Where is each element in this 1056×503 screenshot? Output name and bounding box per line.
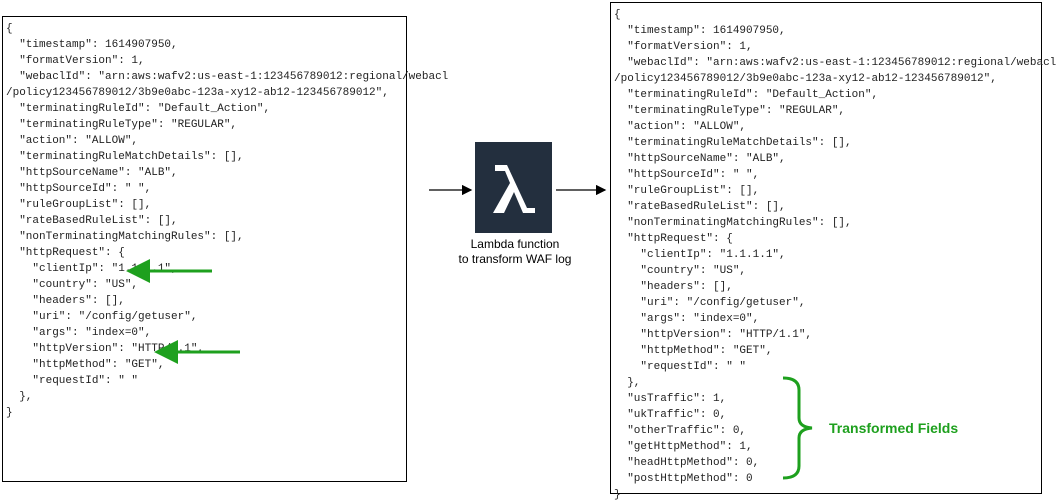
transformed-json-line: "formatVersion": 1, [614, 41, 753, 53]
transformed-json-line: "httpVersion": "HTTP/1.1", [614, 329, 813, 341]
transformed-json-line: "terminatingRuleId": "Default_Action", [614, 89, 879, 101]
original-json-line: "uri": "/config/getuser", [6, 311, 198, 323]
original-json-line: "clientIp": "1.1.1.1", [6, 263, 178, 275]
transformed-json-line: "args": "index=0", [614, 313, 760, 325]
lambda-caption-line2: to transform WAF log [458, 252, 572, 266]
transformed-json-line: "httpMethod": "GET", [614, 345, 773, 357]
lambda-caption-line1: Lambda function [470, 237, 560, 251]
transformed-waf-log-json: { "timestamp": 1614907950, "formatVersio… [614, 7, 1056, 503]
transformed-json-line: "otherTraffic": 0, [614, 425, 747, 437]
transformed-json-line: "webaclId": "arn:aws:wafv2:us-east-1:123… [614, 57, 1056, 69]
transformed-json-line: /policy123456789012/3b9e0abc-123a-xy12-a… [614, 73, 997, 85]
original-json-line: } [6, 407, 13, 419]
original-json-line: "action": "ALLOW", [6, 135, 139, 147]
transformed-json-line: "uri": "/config/getuser", [614, 297, 806, 309]
transformed-json-line: }, [614, 377, 641, 389]
original-json-line: "nonTerminatingMatchingRules": [], [6, 231, 244, 243]
transformed-json-line: "timestamp": 1614907950, [614, 25, 786, 37]
transformed-json-line: "httpSourceId": " ", [614, 169, 760, 181]
lambda-caption: Lambda function to transform WAF log [430, 237, 600, 267]
original-json-line: "httpMethod": "GET", [6, 359, 165, 371]
original-json-line: "httpVersion": "HTTP/1.1", [6, 343, 205, 355]
original-json-line: "formatVersion": 1, [6, 55, 145, 67]
aws-lambda-icon [475, 142, 552, 233]
transformed-json-line: "usTraffic": 1, [614, 393, 727, 405]
transformed-fields-label: Transformed Fields [829, 420, 959, 436]
transformed-json-line: "rateBasedRuleList": [], [614, 201, 786, 213]
transformed-json-line: "httpRequest": { [614, 233, 733, 245]
original-waf-log-box: { "timestamp": 1614907950, "formatVersio… [2, 16, 448, 482]
original-json-line: { [6, 23, 13, 35]
transformed-json-line: { [614, 9, 621, 21]
original-json-line: "httpSourceId": " ", [6, 183, 152, 195]
transformed-json-line: "headHttpMethod": 0, [614, 457, 760, 469]
original-json-line: "terminatingRuleType": "REGULAR", [6, 119, 238, 131]
original-json-line: "timestamp": 1614907950, [6, 39, 178, 51]
original-json-line: }, [6, 391, 33, 403]
original-json-line: "args": "index=0", [6, 327, 152, 339]
transformed-json-line: "action": "ALLOW", [614, 121, 747, 133]
transformed-json-line: "terminatingRuleType": "REGULAR", [614, 105, 846, 117]
transformed-json-line: "requestId": " " [614, 361, 747, 373]
original-json-line: /policy123456789012/3b9e0abc-123a-xy12-a… [6, 87, 389, 99]
transformed-json-line: "headers": [], [614, 281, 733, 293]
transformed-waf-log-box: { "timestamp": 1614907950, "formatVersio… [610, 2, 1056, 501]
original-json-line: "httpSourceName": "ALB", [6, 167, 178, 179]
transformed-json-line: "country": "US", [614, 265, 747, 277]
transformed-json-line: "terminatingRuleMatchDetails": [], [614, 137, 852, 149]
original-waf-log-json: { "timestamp": 1614907950, "formatVersio… [6, 21, 448, 421]
original-json-line: "headers": [], [6, 295, 125, 307]
original-json-line: "terminatingRuleMatchDetails": [], [6, 151, 244, 163]
original-json-line: "rateBasedRuleList": [], [6, 215, 178, 227]
original-json-line: "terminatingRuleId": "Default_Action", [6, 103, 271, 115]
original-json-line: "country": "US", [6, 279, 139, 291]
transformed-json-line: "ruleGroupList": [], [614, 185, 760, 197]
transformed-json-line: } [614, 489, 621, 501]
original-json-line: "httpRequest": { [6, 247, 125, 259]
original-json-line: "requestId": " " [6, 375, 139, 387]
transformed-json-line: "postHttpMethod": 0 [614, 473, 753, 485]
transformed-json-line: "httpSourceName": "ALB", [614, 153, 786, 165]
transformed-json-line: "nonTerminatingMatchingRules": [], [614, 217, 852, 229]
original-json-line: "ruleGroupList": [], [6, 199, 152, 211]
transformed-json-line: "ukTraffic": 0, [614, 409, 727, 421]
transformed-json-line: "clientIp": "1.1.1.1", [614, 249, 786, 261]
original-json-line: "webaclId": "arn:aws:wafv2:us-east-1:123… [6, 71, 449, 83]
transformed-json-line: "getHttpMethod": 1, [614, 441, 753, 453]
